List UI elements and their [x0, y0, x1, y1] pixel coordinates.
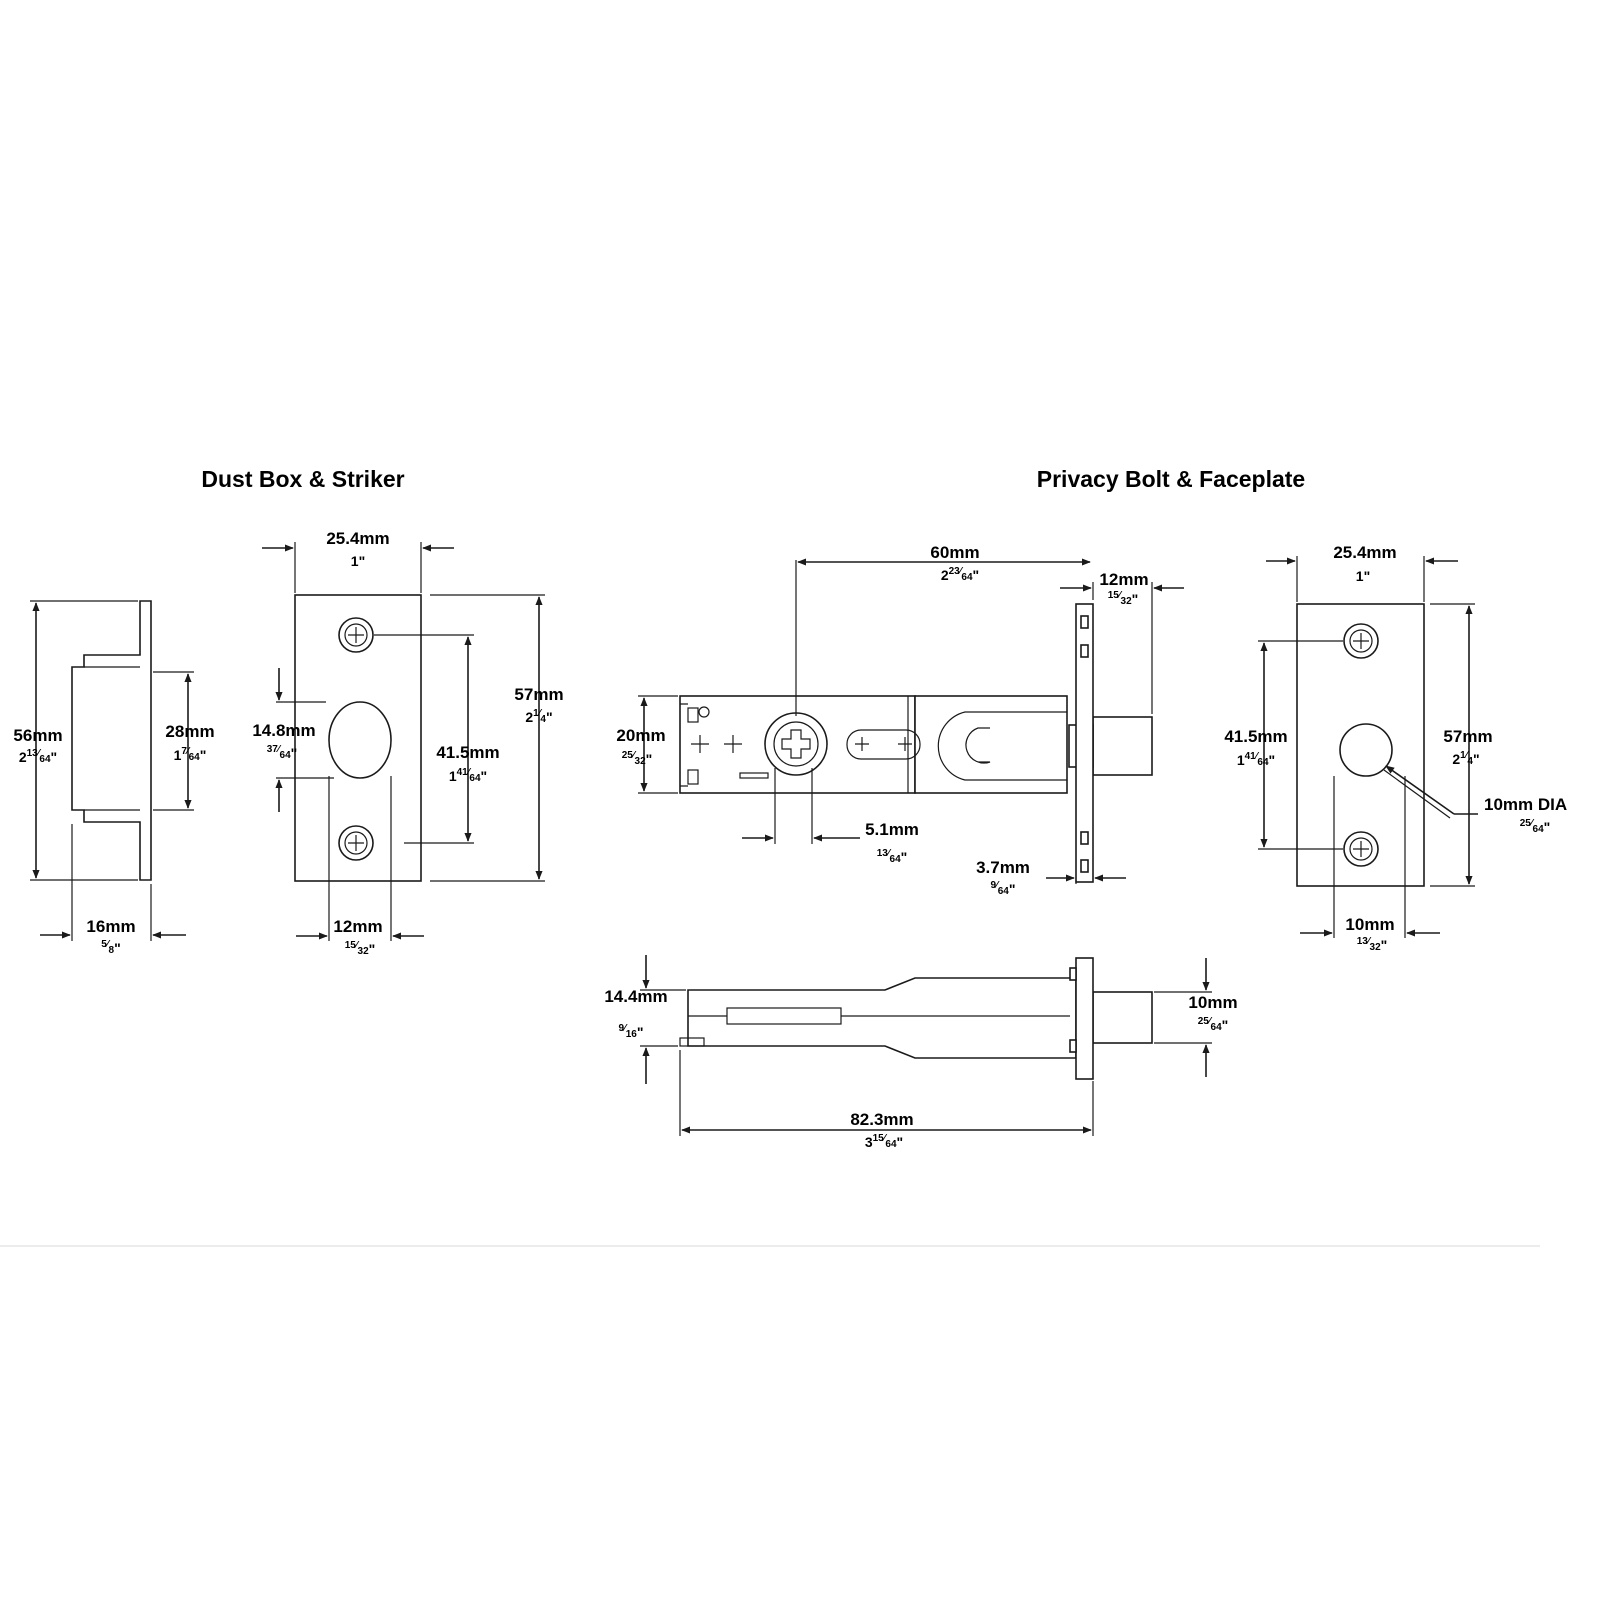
dim-face-width: 25.4mm 1" [1266, 543, 1458, 602]
privacy-bolt-top-view [679, 603, 1153, 883]
label-inch: 9⁄64" [991, 880, 1016, 897]
dim-striker-hole-width: 12mm 15⁄32" [296, 776, 424, 957]
label-inch: 141⁄64" [1237, 751, 1275, 768]
dim-bolt-height: 20mm 25⁄32" [616, 695, 678, 794]
dim-striker-hole: 14.8mm 37⁄64" [252, 668, 334, 812]
dust-box-profile [71, 600, 152, 881]
dim-bolt-side-bolt: 10mm 25⁄64" [1154, 958, 1238, 1077]
label-inch: 25⁄64" [1198, 1016, 1229, 1033]
label-mm: 82.3mm [850, 1110, 913, 1129]
label-inch: 223⁄64" [941, 566, 979, 583]
dim-face-height: 57mm 21⁄4" [1430, 603, 1493, 887]
label-mm: 57mm [514, 685, 563, 704]
label-inch: 315⁄64" [865, 1133, 903, 1150]
label-mm: 20mm [616, 726, 665, 745]
dim-dust-box-depth: 16mm 5⁄8" [40, 824, 186, 956]
label-inch: 213⁄64" [19, 748, 57, 765]
label-inch: 21⁄4" [1452, 750, 1479, 767]
label-inch: 15⁄32" [345, 940, 376, 957]
label-mm: 60mm [930, 543, 979, 562]
dim-striker-width: 25.4mm 1" [262, 529, 454, 593]
label-inch: 37⁄64" [267, 744, 298, 761]
dim-bolt-length: 82.3mm 315⁄64" [679, 1050, 1094, 1150]
label-mm: 10mm [1188, 993, 1237, 1012]
label-inch: 25⁄64" [1520, 818, 1551, 835]
label-mm: 56mm [13, 726, 62, 745]
dim-bolt-backset: 60mm 223⁄64" [795, 543, 1091, 716]
label-mm: 28mm [165, 722, 214, 741]
label-inch: 13⁄32" [1357, 936, 1388, 953]
dim-dust-box-inner: 28mm 17⁄64" [153, 671, 215, 811]
label-inch: 1" [1356, 568, 1370, 584]
bolt-hole [1339, 723, 1393, 777]
label-inch: 21⁄4" [525, 708, 552, 725]
label-inch: 1" [351, 553, 365, 569]
label-mm: 57mm [1443, 727, 1492, 746]
label-mm: 16mm [86, 917, 135, 936]
label-mm: 41.5mm [436, 743, 499, 762]
dim-striker-height: 57mm 21⁄4" [430, 594, 564, 882]
dim-bolt-plate: 3.7mm 9⁄64" [976, 858, 1126, 897]
label-inch: 25⁄32" [622, 750, 653, 767]
dim-face-spacing: 41.5mm 141⁄64" [1224, 640, 1343, 850]
label-inch: 5⁄8" [101, 939, 120, 956]
label-mm: 12mm [333, 917, 382, 936]
label-mm: 25.4mm [1333, 543, 1396, 562]
label-mm: 3.7mm [976, 858, 1030, 877]
label-mm: 10mm DIA [1484, 795, 1567, 814]
privacy-bolt-side-view [679, 957, 1153, 1080]
label-mm: 12mm [1099, 570, 1148, 589]
label-mm: 14.8mm [252, 721, 315, 740]
label-mm: 41.5mm [1224, 727, 1287, 746]
dim-bolt-throw: 12mm 15⁄32" [1060, 570, 1184, 714]
dim-bolt-side-height: 14.4mm 9⁄16" [604, 955, 686, 1084]
label-mm: 14.4mm [604, 987, 667, 1006]
label-mm: 25.4mm [326, 529, 389, 548]
title-privacy-bolt: Privacy Bolt & Faceplate [1037, 466, 1305, 492]
label-inch: 17⁄64" [174, 746, 207, 763]
faceplate [1296, 603, 1425, 887]
label-inch: 13⁄64" [877, 848, 908, 865]
title-dust-box: Dust Box & Striker [201, 466, 404, 492]
label-mm: 5.1mm [865, 820, 919, 839]
label-inch: 9⁄16" [619, 1023, 644, 1040]
label-inch: 15⁄32" [1108, 590, 1139, 607]
striker-plate [294, 594, 422, 882]
bolt-hole [328, 701, 392, 779]
label-mm: 10mm [1345, 915, 1394, 934]
